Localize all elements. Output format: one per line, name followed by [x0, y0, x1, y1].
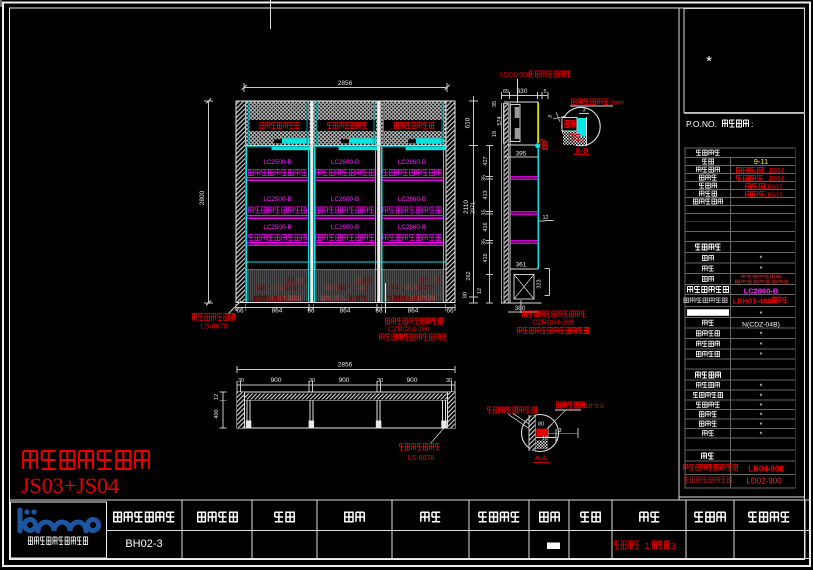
svg-text:*: * — [760, 384, 763, 391]
svg-text:LC2600-B: LC2600-B — [331, 224, 359, 231]
svg-text:*: * — [760, 256, 763, 263]
svg-text:CZRG04-280: CZRG04-280 — [388, 327, 430, 334]
svg-text:LD02-900: LD02-900 — [746, 477, 782, 486]
svg-text:JS03: JS03 — [766, 192, 782, 199]
svg-text:66: 66 — [236, 308, 244, 315]
svg-text:900: 900 — [271, 377, 282, 384]
svg-text:361: 361 — [516, 262, 527, 269]
svg-text:LC2500-B: LC2500-B — [263, 224, 291, 231]
svg-text:18: 18 — [492, 131, 498, 137]
svg-text:*: * — [706, 53, 712, 70]
svg-text:18*3.5: 18*3.5 — [585, 403, 604, 410]
svg-text:30: 30 — [238, 378, 244, 384]
svg-text:12: 12 — [477, 288, 483, 294]
svg-text:416: 416 — [483, 253, 489, 262]
svg-text:LC2500-B: LC2500-B — [263, 159, 291, 166]
svg-text:LC2600-B: LC2600-B — [331, 196, 359, 203]
svg-text:3: 3 — [558, 428, 561, 434]
svg-text:2856: 2856 — [338, 362, 353, 369]
svg-text:LC2860-B: LC2860-B — [744, 287, 779, 296]
svg-text:900: 900 — [339, 377, 350, 384]
svg-text:262: 262 — [466, 271, 472, 280]
svg-text:LBH01-480: LBH01-480 — [733, 297, 772, 306]
svg-text:*: * — [760, 342, 763, 349]
svg-text:35: 35 — [482, 239, 488, 245]
svg-text:2110: 2110 — [463, 200, 470, 214]
svg-text:323: 323 — [537, 279, 543, 288]
svg-text:LB04-900: LB04-900 — [748, 465, 784, 474]
svg-text:66: 66 — [307, 308, 315, 315]
svg-text::: : — [751, 119, 753, 129]
svg-text:416: 416 — [483, 222, 489, 231]
svg-text:65: 65 — [503, 89, 509, 95]
svg-text:LS-8678: LS-8678 — [201, 324, 228, 331]
svg-text:N(CDZ-04B): N(CDZ-04B) — [742, 321, 780, 328]
svg-text:LC2600-B: LC2600-B — [331, 159, 359, 166]
svg-text:LC2860-B: LC2860-B — [398, 196, 426, 203]
svg-text:2071: 2071 — [471, 202, 477, 214]
svg-text:*: * — [760, 332, 763, 339]
svg-text:*: * — [760, 403, 763, 410]
svg-text:35: 35 — [482, 175, 488, 181]
svg-text:900: 900 — [407, 377, 418, 384]
svg-text:18: 18 — [542, 436, 548, 442]
svg-text:P.O.NO.: P.O.NO. — [686, 119, 717, 129]
svg-text:3: 3 — [547, 114, 554, 119]
svg-text:395: 395 — [516, 151, 527, 158]
svg-text:A-A: A-A — [535, 456, 547, 463]
svg-text:80: 80 — [463, 292, 469, 298]
svg-text:LC2860-B: LC2860-B — [398, 159, 426, 166]
svg-text:LC2500-B: LC2500-B — [263, 196, 291, 203]
svg-text:*: * — [760, 311, 763, 318]
svg-text:574: 574 — [497, 116, 503, 125]
svg-text:*: * — [760, 266, 763, 273]
svg-text:B-B: B-B — [576, 148, 588, 155]
svg-text:400: 400 — [214, 409, 220, 418]
svg-text:5: 5 — [543, 89, 546, 95]
svg-text:2856: 2856 — [338, 80, 353, 87]
svg-text:12: 12 — [542, 215, 548, 221]
svg-text:CZRG04-260: CZRG04-260 — [532, 320, 574, 327]
svg-text:BH02-3: BH02-3 — [125, 538, 162, 550]
svg-text:413: 413 — [483, 190, 489, 199]
svg-text:80: 80 — [538, 422, 544, 428]
svg-text:*: * — [760, 412, 763, 419]
svg-text:9-11: 9-11 — [754, 157, 768, 166]
svg-text:30: 30 — [446, 378, 452, 384]
svg-text:JS04: JS04 — [768, 168, 784, 175]
svg-text:LD01-008: LD01-008 — [500, 72, 531, 79]
svg-text:LS-8678: LS-8678 — [408, 455, 435, 462]
svg-text:3: 3 — [582, 108, 585, 114]
svg-text:35: 35 — [482, 209, 488, 215]
svg-text:3: 3 — [670, 541, 675, 551]
svg-text:864: 864 — [340, 308, 351, 315]
svg-text:JS03: JS03 — [766, 184, 782, 191]
svg-text:30: 30 — [377, 378, 383, 384]
svg-text:66: 66 — [375, 308, 383, 315]
svg-text:427: 427 — [483, 156, 489, 165]
svg-text:610: 610 — [465, 117, 472, 128]
svg-text:864: 864 — [272, 308, 283, 315]
svg-text:864: 864 — [408, 308, 419, 315]
svg-text:330: 330 — [517, 88, 528, 95]
svg-text:JS04: JS04 — [768, 176, 784, 183]
svg-text:LC2860-B: LC2860-B — [398, 224, 426, 231]
svg-text:35: 35 — [492, 101, 498, 107]
svg-text:*: * — [760, 422, 763, 429]
svg-text:JS03+JS04: JS03+JS04 — [21, 473, 119, 498]
svg-text:12: 12 — [214, 394, 220, 400]
svg-text:2mm: 2mm — [610, 100, 624, 107]
svg-text:2800: 2800 — [199, 190, 206, 205]
svg-text:*: * — [760, 352, 763, 359]
svg-text:*: * — [760, 432, 763, 439]
svg-text:*: * — [760, 393, 763, 400]
svg-text:1: 1 — [644, 541, 649, 551]
svg-text:66: 66 — [446, 308, 454, 315]
svg-text:380: 380 — [515, 305, 526, 312]
svg-text:30: 30 — [309, 378, 315, 384]
